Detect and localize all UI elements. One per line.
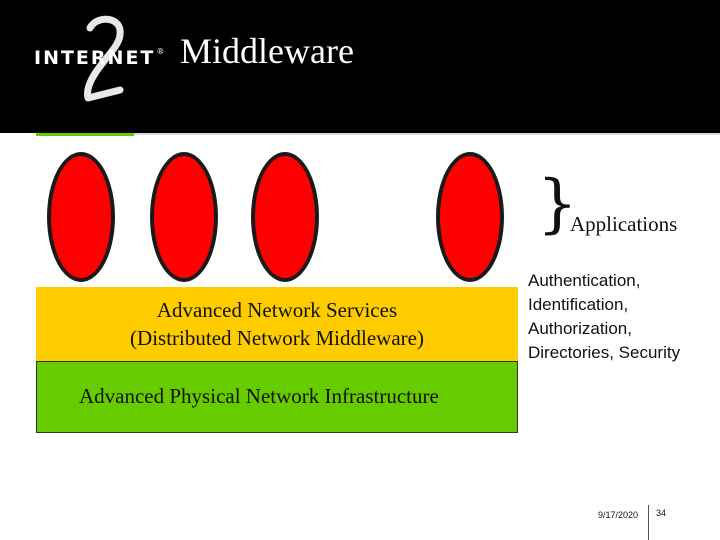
applications-label: Applications xyxy=(570,212,678,236)
footer-divider xyxy=(648,505,649,540)
footer-date: 9/17/2020 xyxy=(598,510,639,520)
physical-layer-label: Advanced Physical Network Infrastructure xyxy=(79,384,439,408)
middleware-function-item: Identification, xyxy=(528,295,629,314)
middleware-function-item: Authorization, xyxy=(528,319,632,338)
application-oval xyxy=(150,152,218,282)
registered-mark: ® xyxy=(156,47,165,56)
header-divider-rule xyxy=(134,133,720,135)
logo-text: INTERNET xyxy=(34,47,156,69)
physical-infrastructure-layer: Advanced Physical Network Infrastructure xyxy=(36,361,518,433)
application-oval xyxy=(47,152,115,282)
slide-title: Middleware xyxy=(180,31,354,71)
network-services-layer: Advanced Network Services (Distributed N… xyxy=(36,287,518,361)
applications-brace: } xyxy=(537,167,578,241)
services-layer-line1: Advanced Network Services xyxy=(156,298,398,322)
application-oval xyxy=(436,152,504,282)
slide-header: INTERNET® Middleware xyxy=(0,0,720,133)
services-layer-line2: (Distributed Network Middleware) xyxy=(130,326,424,350)
internet2-wordmark: INTERNET® xyxy=(34,47,164,69)
internet2-numeral-mark xyxy=(84,15,124,102)
middleware-functions-list: Authentication, Identification, Authoriz… xyxy=(528,269,680,365)
middleware-function-item: Directories, Security xyxy=(528,343,681,362)
header-accent-rule xyxy=(36,133,134,136)
application-oval xyxy=(251,152,319,282)
middleware-function-item: Authentication, xyxy=(528,271,641,290)
internet2-logo: INTERNET® xyxy=(28,14,164,109)
page-number: 34 xyxy=(656,508,667,518)
